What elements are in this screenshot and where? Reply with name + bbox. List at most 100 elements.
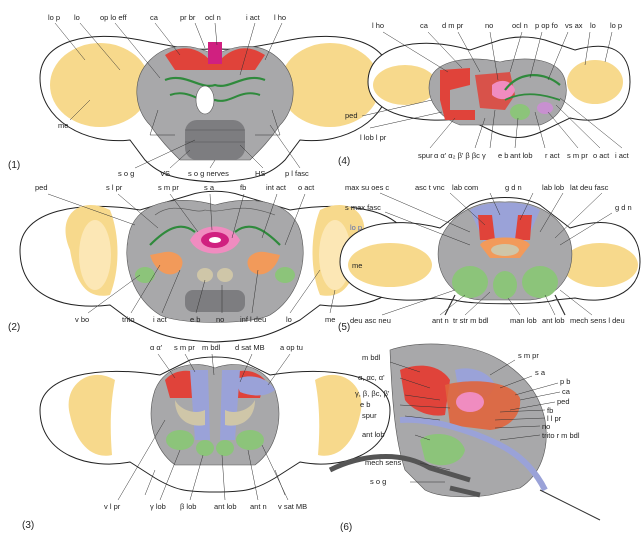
label: s a [204,183,215,192]
label: e b [190,315,200,324]
label: ca [562,387,571,396]
label: HS [255,169,265,178]
optic-lobe-left [348,243,432,287]
label: pr br [180,13,196,22]
label: s m pr [174,343,195,352]
label: s o g [370,477,386,486]
mushroom-body [400,365,450,416]
pars-intercerebralis [208,42,222,64]
label: m bdl [362,353,381,362]
antennal-lobe-right [236,430,264,450]
label: l ho [372,21,384,30]
panel-2-labels: ped s l pr s m pr s a fb int act o act v… [8,183,335,333]
label: VS [160,169,170,178]
label: d sat MB [235,343,265,352]
panel-2: ped s l pr s m pr s a fb int act o act v… [8,183,411,343]
label: mech sens [365,458,402,467]
label: ant n [432,316,449,325]
panel-number: (2) [8,322,20,333]
label: i act [153,315,168,324]
panel-number: (1) [8,160,20,171]
label: α, αc, α' [358,373,385,382]
label: lat deu fasc [570,183,609,192]
label: o act [593,151,610,160]
label: r act [545,151,561,160]
optic-lobe-left [50,43,150,127]
label: s o g nerves [188,169,229,178]
label: γ, β, βc, β' [355,389,390,398]
label: γ lob [150,502,166,511]
label: ocl n [512,21,528,30]
panel-4-labels: l ho ca d m pr no ocl n p op fo vs ax lo… [338,21,630,167]
label: me [325,315,335,324]
panel-3: α α' s m pr m bdl d sat MB a op tu v l p… [22,343,391,531]
label: trito r m bdl [542,431,580,440]
optic-lobe-right [567,60,623,104]
leaders [54,22,301,169]
optic-lobe-right [562,243,638,287]
label: ocl n [205,13,221,22]
label: tr str m bdl [453,316,489,325]
label: ped [35,183,48,192]
antennal-lobe-right [522,266,558,298]
leaders [47,193,336,314]
label: no [216,315,224,324]
panel-3-labels: α α' s m pr m bdl d sat MB a op tu v l p… [22,343,307,531]
panel-1-labels: lo p lo op lo eff ca pr br ocl n i act l… [8,13,309,178]
antennal-lobe [420,434,465,466]
label: s m pr [158,183,179,192]
label: deu asc neu [350,316,391,325]
label: me [58,121,68,130]
panel-5-labels: max su oes c asc t vnc lab com g d n lab… [338,183,632,333]
label: β lob [180,502,196,511]
label: p b [560,377,570,386]
panel-6-labels: m bdl α, αc, α' γ, β, βc, β' e b spur an… [340,351,580,533]
esophagus-opening [195,85,215,115]
label: fb [547,406,553,415]
label: l l pr [547,414,562,423]
label: lo [590,21,596,30]
label: s m pr [518,351,539,360]
label: v bo [75,315,89,324]
label: vs ax [565,21,583,30]
label: man lob [510,316,537,325]
panel-6: m bdl α, αc, α' γ, β, βc, β' e b spur an… [328,343,601,533]
label: g d n [615,203,632,212]
label: e b [498,151,508,160]
label: m bdl [202,343,221,352]
label: lab lob [542,183,564,192]
label: ant lob [362,430,385,439]
label: ant lob [542,316,565,325]
label: mech sens l deu [570,316,625,325]
panel-number: (4) [338,156,350,167]
label: spur [362,411,377,420]
label: op lo eff [100,13,127,22]
label: s o g [118,169,134,178]
panel-4: l ho ca d m pr no ocl n p op fo vs ax lo… [338,21,631,167]
label: p op fo [535,21,558,30]
label: v l pr [104,502,121,511]
label: ant n [250,502,267,511]
label: me [352,261,362,270]
label: no [485,21,493,30]
label: ca [420,21,429,30]
optic-lobe-left [68,374,115,456]
label: i act [615,151,630,160]
tract [164,77,266,87]
leaders [389,359,561,483]
panel-5: max su oes c asc t vnc lab com g d n lab… [338,183,641,333]
label: s l pr [106,183,123,192]
label: spur [418,151,433,160]
antennal-region [150,251,183,275]
tract [504,74,561,91]
label: l lob l pr [360,133,387,142]
label: max su oes c [345,183,389,192]
label: v sat MB [278,502,307,511]
antennal-lobe-left [452,266,488,298]
label: fb [240,183,246,192]
label: g d n [505,183,522,192]
optic-lobe-right [315,374,362,456]
leaders [379,192,613,316]
panel-number: (5) [338,322,350,333]
